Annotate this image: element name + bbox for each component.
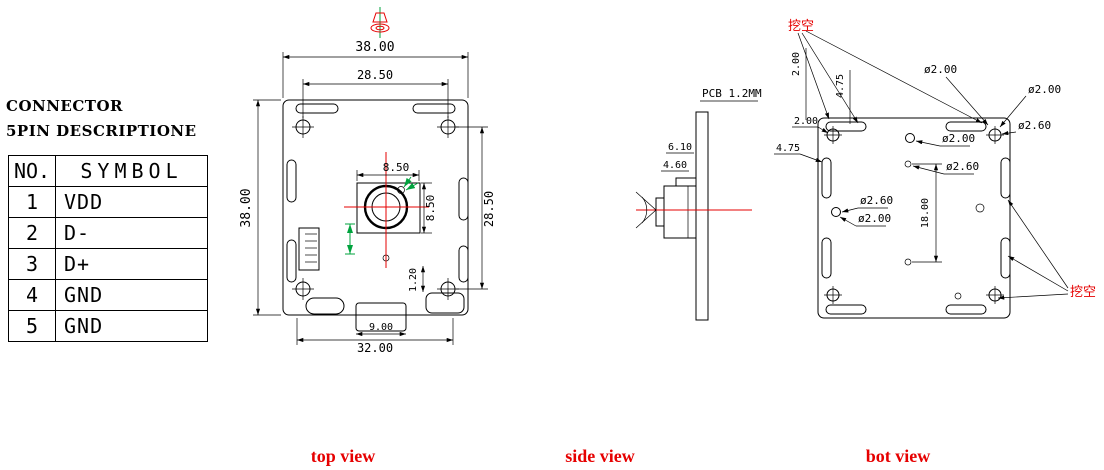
small-hole bbox=[975, 203, 985, 213]
dia-2-00-label: ø2.00 bbox=[924, 63, 957, 76]
dim-hole-offset-h-label: 4.75 bbox=[776, 143, 800, 154]
header-no: NO. bbox=[8, 155, 56, 187]
lens-holder-outline bbox=[356, 182, 421, 234]
mounting-hole bbox=[292, 278, 314, 300]
alignment-hole bbox=[397, 186, 405, 194]
dia-2-00-label: ø2.00 bbox=[858, 212, 891, 225]
pin-no: 3 bbox=[8, 248, 56, 280]
cutout-label-bottom: 挖空 bbox=[1070, 285, 1096, 300]
dim-edge-offset-v-label: 2.00 bbox=[791, 52, 802, 76]
table-row: 3 D+ bbox=[8, 248, 208, 280]
camera-module-side bbox=[655, 177, 697, 239]
header-symbol: SYMBOL bbox=[55, 155, 208, 187]
bottom-slot bbox=[305, 297, 345, 315]
mounting-hole bbox=[986, 286, 1004, 304]
connector-table: NO. SYMBOL 1 VDD 2 D- 3 D+ 4 GND 5 GND bbox=[8, 155, 208, 342]
mounting-hole bbox=[437, 116, 459, 138]
fpc-connector bbox=[298, 227, 320, 271]
view-labels: top view side view bot view bbox=[311, 446, 931, 466]
dim-offset-label: 1.20 bbox=[408, 268, 419, 292]
dia-2-60-label: ø2.60 bbox=[946, 160, 979, 173]
mounting-hole bbox=[824, 286, 842, 304]
dim-outer-width-label: 38.00 bbox=[355, 40, 394, 55]
table-title-line2: 5PIN DESCRIPTIONE bbox=[6, 122, 197, 140]
pin-symbol: VDD bbox=[55, 186, 208, 218]
dim-edge-offset-h-label: 2.00 bbox=[794, 116, 818, 127]
dim-lens-height-label: 8.50 bbox=[424, 195, 437, 222]
bot-view-board bbox=[817, 117, 1011, 319]
table-title: CONNECTOR 5PIN DESCRIPTIONE bbox=[6, 94, 197, 144]
table-row: 5 GND bbox=[8, 310, 208, 342]
dia-2-00-label: ø2.00 bbox=[1028, 83, 1061, 96]
table-row: 1 VDD bbox=[8, 186, 208, 218]
mounting-hole bbox=[824, 126, 842, 144]
table-title-line1: CONNECTOR bbox=[6, 97, 123, 115]
pin-no: 2 bbox=[8, 217, 56, 249]
dim-module-width-label: 6.10 bbox=[668, 142, 692, 153]
top-view-board bbox=[282, 99, 469, 332]
green-annotation-arrows bbox=[345, 176, 419, 255]
dim-hole-offset-v-label: 4.75 bbox=[835, 74, 846, 98]
dia-2-00-label: ø2.00 bbox=[942, 132, 975, 145]
small-hole bbox=[954, 292, 962, 300]
top-view-dimensions: 38.00 28.50 38.00 28.50 8.50 8 bbox=[239, 40, 496, 355]
optical-axis bbox=[635, 191, 752, 229]
dia-2-60-label: ø2.60 bbox=[860, 194, 893, 207]
pcb-side-profile bbox=[695, 111, 709, 321]
dim-lens-width-label: 8.50 bbox=[383, 161, 410, 174]
small-hole bbox=[904, 160, 912, 168]
mounting-hole bbox=[986, 126, 1004, 144]
side-view: PCB 1.2MM 6.10 4.60 bbox=[635, 87, 762, 321]
pcb-outline-bottom bbox=[817, 117, 1011, 319]
dim-outer-height-label: 38.00 bbox=[239, 188, 254, 227]
projection-symbol-icon bbox=[370, 7, 390, 38]
pin-symbol: GND bbox=[55, 310, 208, 342]
top-view-label: top view bbox=[311, 446, 376, 466]
cutout-label-top: 挖空 bbox=[788, 19, 814, 34]
dim-hole-span-label: 18.00 bbox=[920, 198, 931, 228]
dim-connector-width-label: 9.00 bbox=[369, 322, 393, 333]
bot-view-label: bot view bbox=[866, 446, 931, 466]
dim-bottom-width-label: 32.00 bbox=[357, 341, 393, 355]
centerline-cross bbox=[344, 152, 429, 268]
mounting-hole bbox=[437, 278, 459, 300]
lens-assembly bbox=[356, 182, 421, 266]
table-row: 2 D- bbox=[8, 217, 208, 249]
pin-no: 5 bbox=[8, 310, 56, 342]
cutout-callouts: 挖空 挖空 bbox=[788, 19, 1096, 300]
pin-symbol: D+ bbox=[55, 248, 208, 280]
small-hole bbox=[905, 133, 915, 143]
pin-no: 1 bbox=[8, 186, 56, 218]
pin-symbol: D- bbox=[55, 217, 208, 249]
bottom-slot bbox=[425, 292, 465, 314]
small-hole bbox=[831, 207, 841, 217]
table-header-row: NO. SYMBOL bbox=[8, 155, 208, 187]
side-view-label: side view bbox=[565, 446, 635, 466]
dim-hole-span-width-label: 28.50 bbox=[357, 68, 393, 82]
usb-connector bbox=[355, 302, 407, 332]
mounting-hole bbox=[292, 116, 314, 138]
pin-no: 4 bbox=[8, 279, 56, 311]
dim-hole-span-height-label: 28.50 bbox=[482, 191, 496, 227]
dim-lens-width-label: 4.60 bbox=[663, 160, 687, 171]
bot-view-dimensions: 2.00 4.75 2.00 4.75 ø2.00 ø2.00 ø2.60 ø2… bbox=[774, 48, 1061, 263]
small-hole bbox=[904, 258, 912, 266]
pcb-thickness-label: PCB 1.2MM bbox=[702, 87, 762, 100]
dia-2-60-label: ø2.60 bbox=[1018, 119, 1051, 132]
